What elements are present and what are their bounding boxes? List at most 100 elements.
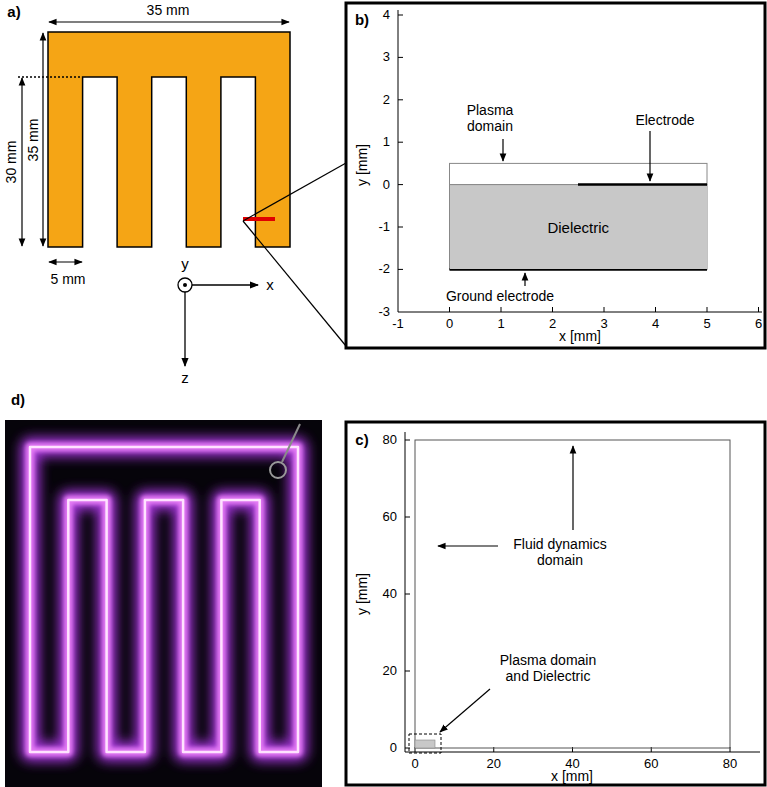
region-label: Plasma domain xyxy=(459,102,521,134)
region-label: Ground electrode xyxy=(446,288,554,304)
dimension-arrow xyxy=(49,21,289,22)
panel-frame xyxy=(346,3,765,348)
panel-c xyxy=(346,422,765,785)
tick-label: 1 xyxy=(383,135,390,150)
ground-electrode xyxy=(450,268,708,271)
tick-label: 4 xyxy=(652,317,659,332)
tick-label: 0 xyxy=(446,317,453,332)
tick-label: 6 xyxy=(755,317,762,332)
tick-label: 2 xyxy=(549,317,556,332)
dimension-label: 5 mm xyxy=(51,271,86,287)
tick-label: 80 xyxy=(383,433,397,448)
region-label: Dielectric xyxy=(547,219,609,236)
figure-part xyxy=(398,15,403,16)
tick-label: 60 xyxy=(383,510,397,525)
figure-part xyxy=(398,57,403,58)
figure-part xyxy=(449,307,450,312)
figure-part xyxy=(398,184,403,185)
dimension-arrow xyxy=(42,33,43,246)
plasma-glow xyxy=(30,447,298,752)
figure-part xyxy=(398,142,403,143)
figure-part xyxy=(405,517,410,518)
dimension-label: 35 mm xyxy=(25,119,41,162)
tick-marks xyxy=(398,15,759,312)
panel-d-photo xyxy=(5,420,322,787)
panel-frame xyxy=(346,422,765,785)
figure-part xyxy=(405,440,410,441)
figure-part xyxy=(758,307,759,312)
panel-letter: d) xyxy=(11,391,25,408)
supply-contact xyxy=(270,462,286,478)
region-label: Electrode xyxy=(635,112,694,128)
cut-marker xyxy=(243,217,275,221)
panel-a xyxy=(18,22,346,366)
axis-name: x xyxy=(266,276,274,293)
fluid-domain xyxy=(415,440,730,748)
axis-label: y [mm] xyxy=(354,573,370,615)
panel-letter: b) xyxy=(355,11,369,28)
region-label: Fluid dynamics domain xyxy=(504,536,616,568)
tick-label: 0 xyxy=(411,757,418,772)
figure-part xyxy=(501,307,502,312)
axis-label: x [mm] xyxy=(551,768,593,784)
figure-part xyxy=(655,307,656,312)
tick-label: 20 xyxy=(487,757,501,772)
dielectric-region: Dielectric xyxy=(450,186,708,269)
tick-label: 3 xyxy=(383,50,390,65)
figure-part xyxy=(604,307,605,312)
leader-arrow xyxy=(438,545,498,546)
figure-part xyxy=(398,227,403,228)
axis-line xyxy=(405,432,406,752)
region-label: Plasma domain and Dielectric xyxy=(489,652,607,684)
axis-dot xyxy=(183,283,187,287)
dielectric-outline xyxy=(450,185,708,270)
tick-label: -1 xyxy=(392,317,404,332)
figure-part xyxy=(552,307,553,312)
leader-arrow xyxy=(572,446,573,530)
tick-label: 5 xyxy=(703,317,710,332)
dotted-guide xyxy=(18,76,82,78)
figure-part xyxy=(398,269,403,270)
figure-part xyxy=(405,671,410,672)
tick-label: 40 xyxy=(383,587,397,602)
axis-label: y [mm] xyxy=(354,144,370,186)
tick-marks xyxy=(405,440,730,752)
zoom-line xyxy=(243,163,346,221)
zoom-dashed-box xyxy=(409,734,441,753)
axis-line xyxy=(398,10,399,312)
dielectric-small xyxy=(415,740,435,748)
dimension-label: 30 mm xyxy=(3,141,19,184)
tick-label: 3 xyxy=(600,317,607,332)
axis-out-of-plane xyxy=(178,278,192,292)
leader-arrow xyxy=(649,131,650,181)
tick-label: 60 xyxy=(644,757,658,772)
axis-arrow xyxy=(192,284,258,285)
axis-line xyxy=(405,752,760,753)
plasma-glow xyxy=(30,447,298,752)
tick-label: -1 xyxy=(378,220,390,235)
axis-arrow xyxy=(184,292,185,366)
axis-name: z xyxy=(181,369,189,386)
dimension-label: 35 mm xyxy=(147,2,190,18)
panel-b xyxy=(346,3,765,348)
leader-arrow xyxy=(502,139,503,161)
dimension-arrow xyxy=(49,261,82,262)
plasma-core xyxy=(30,447,298,752)
photo-background xyxy=(5,420,322,787)
tick-label: 0 xyxy=(383,177,390,192)
leader-arrow xyxy=(524,273,525,286)
tick-label: -2 xyxy=(378,262,390,277)
tick-label: 20 xyxy=(383,664,397,679)
axis-label: x [mm] xyxy=(559,328,601,344)
panel-letter: a) xyxy=(7,3,20,20)
dimension-arrow xyxy=(21,78,22,246)
tick-label: 80 xyxy=(723,757,737,772)
axis-name: y xyxy=(181,255,189,272)
tick-label: -3 xyxy=(378,304,390,319)
tick-label: 2 xyxy=(383,92,390,107)
leader-arrow xyxy=(440,689,490,732)
figure-part xyxy=(405,594,410,595)
tick-label: 0 xyxy=(390,741,397,756)
figure-part xyxy=(707,307,708,312)
